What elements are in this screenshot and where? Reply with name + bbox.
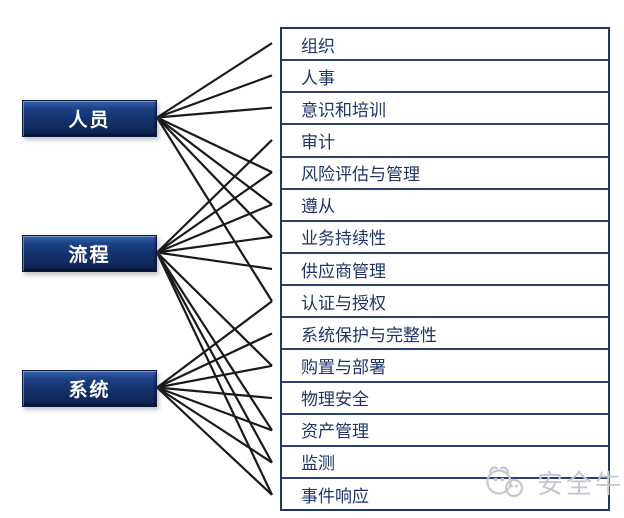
connector-people-to-domain-5 bbox=[156, 116, 273, 206]
domain-label: 意识和培训 bbox=[301, 100, 386, 121]
domain-label: 物理安全 bbox=[301, 390, 369, 411]
domain-label: 资产管理 bbox=[301, 422, 369, 443]
people-box: 人员 bbox=[22, 100, 157, 137]
connector-people-to-domain-2 bbox=[156, 106, 273, 119]
domain-label: 系统保护与完整性 bbox=[301, 325, 437, 346]
connector-people-to-domain-4 bbox=[156, 116, 273, 174]
domain-row-6: 业务持续性 bbox=[282, 219, 608, 252]
domain-row-5: 遵从 bbox=[282, 187, 608, 220]
domain-row-9: 系统保护与完整性 bbox=[282, 316, 608, 348]
connector-process-to-domain-13 bbox=[156, 251, 273, 464]
domain-row-10: 购置与部署 bbox=[282, 348, 608, 380]
connector-process-to-domain-10 bbox=[156, 251, 273, 367]
domain-label: 认证与授权 bbox=[301, 293, 386, 314]
connector-process-to-domain-6 bbox=[156, 235, 273, 254]
domain-row-7: 供应商管理 bbox=[282, 251, 608, 284]
people-box-label: 人员 bbox=[68, 109, 111, 131]
connector-people-to-domain-8 bbox=[156, 116, 273, 302]
connector-system-to-domain-11 bbox=[156, 386, 273, 400]
process-box: 流程 bbox=[22, 235, 157, 272]
connector-process-to-domain-4 bbox=[156, 171, 273, 254]
domain-label: 遵从 bbox=[301, 197, 335, 218]
system-box-label: 系统 bbox=[68, 379, 111, 401]
connector-process-to-domain-5 bbox=[156, 203, 273, 254]
domain-row-11: 物理安全 bbox=[282, 380, 608, 413]
domain-label: 风险评估与管理 bbox=[301, 165, 420, 186]
domain-row-14: 事件响应 bbox=[282, 476, 608, 509]
connector-process-to-domain-3 bbox=[156, 139, 273, 254]
domain-row-4: 风险评估与管理 bbox=[282, 155, 608, 188]
domain-row-13: 监测 bbox=[282, 444, 608, 477]
connector-system-to-domain-8 bbox=[156, 300, 273, 389]
domain-label: 组织 bbox=[301, 36, 335, 57]
process-box-label: 流程 bbox=[68, 244, 111, 266]
domain-row-1: 人事 bbox=[282, 59, 608, 91]
domain-label: 购置与部署 bbox=[301, 357, 386, 378]
domain-row-12: 资产管理 bbox=[282, 412, 608, 445]
system-box: 系统 bbox=[22, 370, 157, 407]
connector-process-to-domain-14 bbox=[156, 252, 273, 496]
connector-people-to-domain-1 bbox=[156, 74, 273, 119]
domain-label: 业务持续性 bbox=[301, 229, 386, 250]
domain-label: 人事 bbox=[301, 68, 335, 89]
connector-process-to-domain-12 bbox=[156, 251, 273, 431]
domain-table: 组织人事意识和培训审计风险评估与管理遵从业务持续性供应商管理认证与授权系统保护与… bbox=[280, 27, 610, 511]
domain-label: 监测 bbox=[301, 454, 335, 475]
connector-system-to-domain-14 bbox=[156, 386, 273, 496]
domain-label: 审计 bbox=[301, 132, 335, 153]
connector-system-to-domain-9 bbox=[156, 332, 273, 389]
domain-label: 供应商管理 bbox=[301, 261, 386, 282]
domain-label: 事件响应 bbox=[301, 486, 369, 507]
domain-row-8: 认证与授权 bbox=[282, 284, 608, 316]
connector-system-to-domain-13 bbox=[156, 386, 273, 464]
connector-system-to-domain-10 bbox=[156, 364, 273, 389]
domain-row-3: 审计 bbox=[282, 123, 608, 155]
domain-row-2: 意识和培训 bbox=[282, 91, 608, 123]
connector-system-to-domain-12 bbox=[156, 386, 273, 432]
domain-row-0: 组织 bbox=[282, 29, 608, 59]
connector-people-to-domain-0 bbox=[156, 42, 273, 119]
connector-people-to-domain-6 bbox=[156, 116, 273, 238]
connector-process-to-domain-7 bbox=[156, 251, 273, 271]
